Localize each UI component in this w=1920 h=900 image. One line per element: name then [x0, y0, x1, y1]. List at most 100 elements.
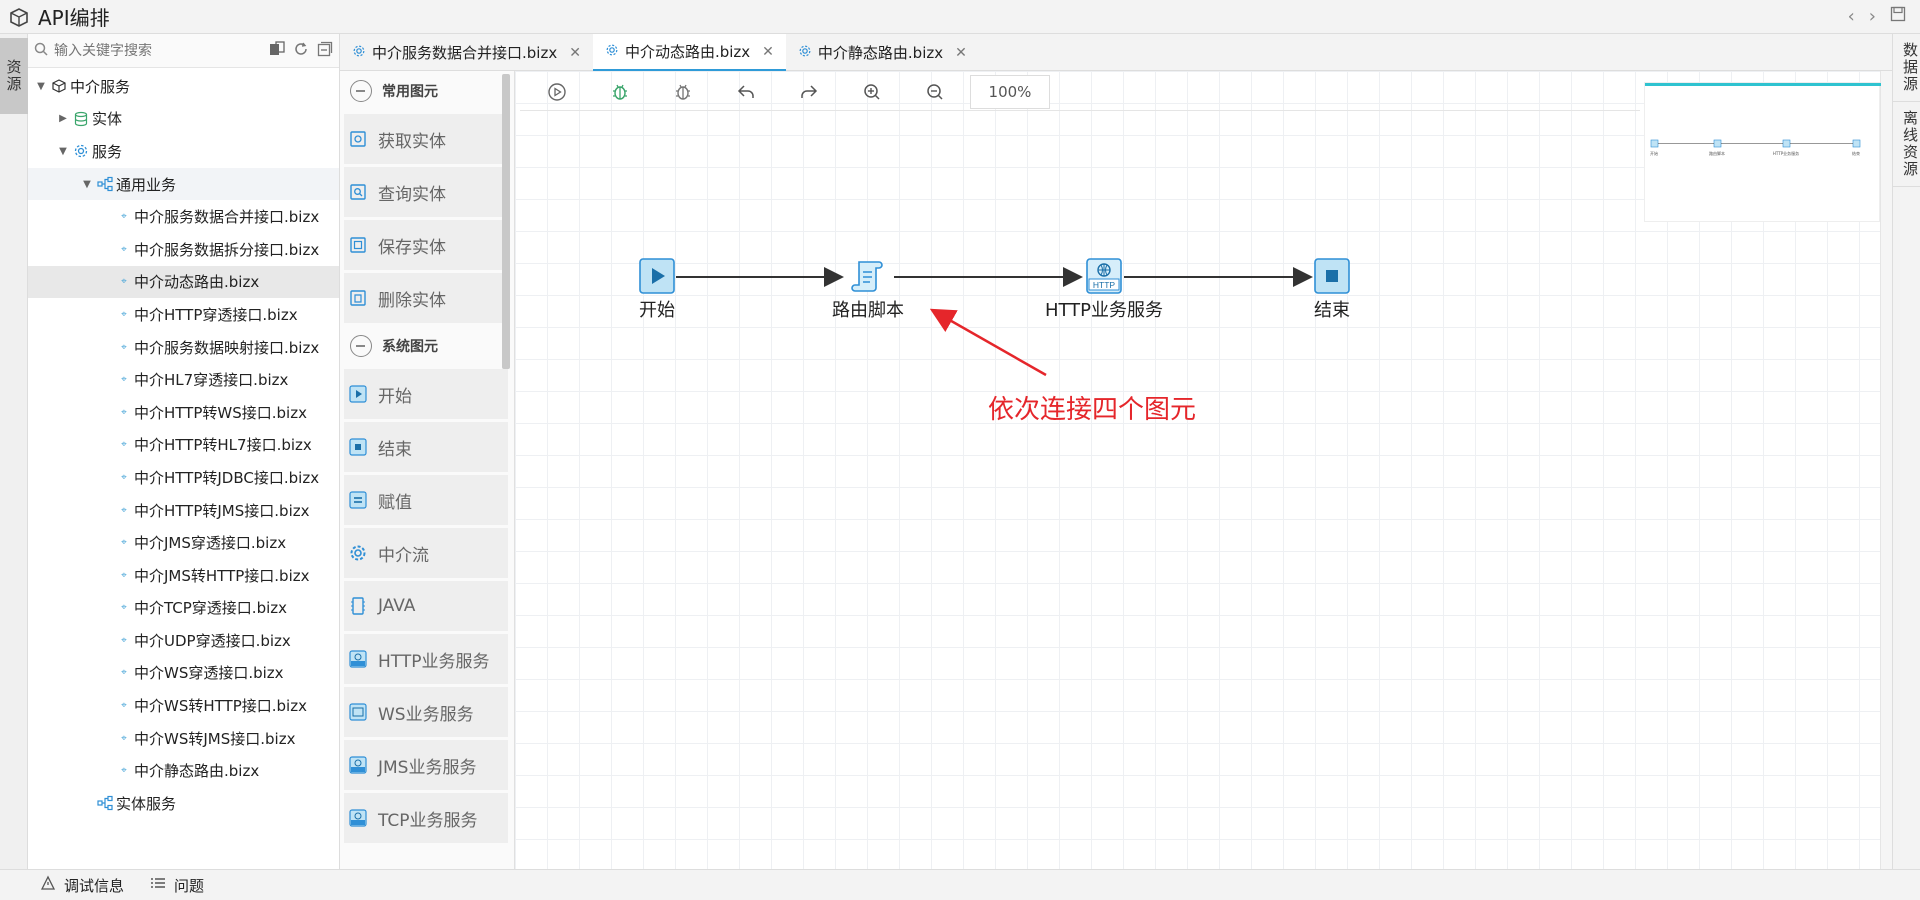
chevron-down-icon[interactable]: ▼ [83, 178, 91, 190]
file-icon: ⌖ [121, 667, 127, 679]
chevron-down-icon[interactable]: ▼ [59, 145, 67, 157]
minimap-label: HTTP业务服务 [1773, 150, 1799, 156]
tree-file[interactable]: ⌖中介HTTP转JMS接口.bizx [28, 494, 339, 527]
palette-item[interactable]: 开始 [344, 369, 508, 419]
jms-service-icon [348, 755, 368, 775]
tree-file-label: 中介TCP穿透接口.bizx [134, 599, 288, 618]
tree-file[interactable]: ⌖中介HL7穿透接口.bizx [28, 363, 339, 396]
zoom-level[interactable]: 100% [970, 75, 1050, 109]
flow-node-route-script[interactable]: 路由脚本 [788, 258, 948, 322]
palette-item[interactable]: TCP业务服务 [344, 793, 508, 843]
palette-item[interactable]: 保存实体 [344, 220, 508, 270]
palette-item[interactable]: 查询实体 [344, 167, 508, 217]
close-icon[interactable]: ✕ [569, 44, 581, 61]
palette-item[interactable]: 赋值 [344, 475, 508, 525]
tree-file[interactable]: ⌖中介UDP穿透接口.bizx [28, 624, 339, 657]
file-icon: ⌖ [121, 732, 127, 744]
tree-file-label: 中介JMS穿透接口.bizx [134, 534, 287, 553]
tree-file-label: 中介服务数据拆分接口.bizx [134, 240, 320, 259]
element-palette: 常用图元 获取实体 查询实体 保存实体 删除实体 系统图元 开始 结束 赋值 中… [340, 71, 515, 869]
tree-file[interactable]: ⌖中介WS转JMS接口.bizx [28, 722, 339, 755]
debug-info-tab[interactable]: 调试信息 [40, 875, 124, 896]
flow-node-end[interactable]: 结束 [1252, 258, 1412, 322]
tab-data-source[interactable]: 数据源 [1893, 34, 1920, 102]
canvas-scrollbar[interactable] [1880, 71, 1892, 869]
palette-group-label: 系统图元 [382, 339, 438, 355]
right-rail: 数据源 离线资源 [1892, 34, 1920, 869]
palette-item[interactable]: 结束 [344, 422, 508, 472]
http-globe-icon: HTTP [1086, 258, 1122, 294]
tree-file[interactable]: ⌖中介服务数据映射接口.bizx [28, 331, 339, 364]
flow-node-http-service[interactable]: HTTP HTTP业务服务 [1024, 258, 1184, 322]
minimap[interactable]: 开始 路由脚本 HTTP业务服务 结束 [1644, 82, 1881, 222]
tree-node-common-business[interactable]: ▼ 通用业务 [28, 167, 339, 201]
tree-file[interactable]: ⌖中介TCP穿透接口.bizx [28, 592, 339, 625]
tree-node-entity[interactable]: ▶ 实体 [28, 103, 339, 136]
collapse-all-icon[interactable] [317, 41, 333, 61]
tree-file[interactable]: ⌖中介HTTP转HL7接口.bizx [28, 429, 339, 462]
debug-button[interactable] [588, 75, 651, 109]
palette-item[interactable]: JMS业务服务 [344, 740, 508, 790]
palette-group-system[interactable]: 系统图元 [340, 326, 514, 366]
tree-node-service[interactable]: ▼ 服务 [28, 135, 339, 168]
tab-offline-resources[interactable]: 离线资源 [1893, 102, 1920, 187]
tree-file-label: 中介HTTP穿透接口.bizx [134, 305, 298, 324]
palette-item[interactable]: HTTP业务服务 [344, 634, 508, 684]
problems-tab[interactable]: 问题 [150, 875, 204, 896]
palette-item[interactable]: JAVA [344, 581, 508, 631]
palette-item[interactable]: 获取实体 [344, 114, 508, 164]
tab-editor-file-active[interactable]: 中介动态路由.bizx ✕ [592, 34, 786, 71]
zoom-out-button[interactable] [903, 75, 966, 109]
flow-canvas[interactable] [515, 71, 1880, 869]
tree-file[interactable]: ⌖中介JMS转HTTP接口.bizx [28, 559, 339, 592]
tree-file[interactable]: ⌖中介服务数据合并接口.bizx [28, 200, 339, 233]
palette-item[interactable]: WS业务服务 [344, 687, 508, 737]
tree-file[interactable]: ⌖中介JMS穿透接口.bizx [28, 526, 339, 559]
save-icon[interactable] [1890, 6, 1906, 27]
tab-editor-file[interactable]: 中介静态路由.bizx ✕ [786, 34, 979, 71]
collapse-icon[interactable] [350, 80, 372, 102]
chevron-right-icon[interactable]: ▶ [59, 113, 67, 125]
flow-node-start[interactable]: 开始 [577, 258, 737, 322]
close-icon[interactable]: ✕ [955, 44, 967, 61]
tree-node-entity-service[interactable]: 实体服务 [28, 787, 339, 820]
gear-icon [605, 43, 619, 61]
debug-stop-button[interactable] [651, 75, 714, 109]
tree-file[interactable]: ⌖中介WS穿透接口.bizx [28, 657, 339, 690]
search-input[interactable] [54, 42, 269, 59]
flow-tree-icon [94, 795, 116, 811]
collapse-icon[interactable] [350, 335, 372, 357]
minimap-label: 结束 [1852, 150, 1860, 156]
palette-item[interactable]: 删除实体 [344, 273, 508, 323]
bottom-tab-label: 调试信息 [64, 876, 125, 895]
tree-file-selected[interactable]: ⌖中介动态路由.bizx [28, 265, 339, 299]
close-icon[interactable]: ✕ [762, 43, 774, 60]
refresh-icon[interactable] [293, 41, 309, 61]
redo-button[interactable] [777, 75, 840, 109]
gear-icon [70, 143, 92, 159]
zoom-in-button[interactable] [840, 75, 903, 109]
forward-icon[interactable]: › [1868, 6, 1876, 27]
tree-file-label: 中介HTTP转JDBC接口.bizx [134, 468, 320, 487]
chevron-down-icon[interactable]: ▼ [37, 80, 45, 92]
flow-node-label: 路由脚本 [832, 300, 904, 321]
tab-resources[interactable]: 资源 [0, 38, 28, 114]
tree-file[interactable]: ⌖中介HTTP转JDBC接口.bizx [28, 461, 339, 494]
palette-group-common[interactable]: 常用图元 [340, 71, 514, 111]
tab-editor-file[interactable]: 中介服务数据合并接口.bizx ✕ [340, 34, 593, 71]
tree-file[interactable]: ⌖中介服务数据拆分接口.bizx [28, 233, 339, 266]
run-icon [547, 83, 566, 101]
palette-item[interactable]: 中介流 [344, 528, 508, 578]
palette-scrollbar[interactable] [502, 74, 510, 369]
tree-file[interactable]: ⌖中介HTTP转WS接口.bizx [28, 396, 339, 429]
run-button[interactable] [525, 75, 588, 109]
tree-file[interactable]: ⌖中介静态路由.bizx [28, 754, 339, 787]
tree-file-label: 中介UDP穿透接口.bizx [134, 631, 291, 650]
tree-file[interactable]: ⌖中介WS转HTTP接口.bizx [28, 689, 339, 722]
undo-button[interactable] [714, 75, 777, 109]
tree-file[interactable]: ⌖中介HTTP穿透接口.bizx [28, 298, 339, 331]
back-icon[interactable]: ‹ [1847, 6, 1855, 27]
import-icon[interactable] [269, 40, 285, 61]
tree-label: 实体 [92, 110, 123, 129]
tree-node-root[interactable]: ▼ 中介服务 [28, 70, 339, 103]
